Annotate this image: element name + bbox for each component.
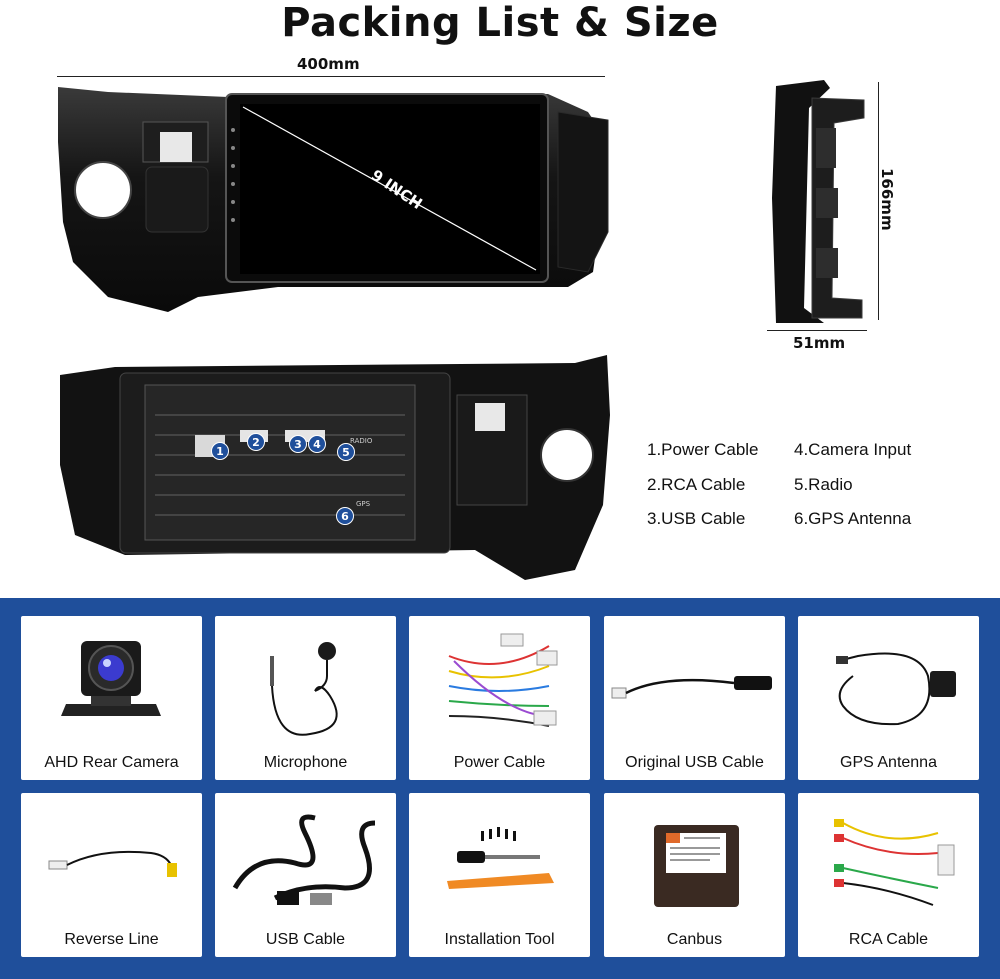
- legend-radio: 5.Radio: [794, 475, 853, 494]
- tools-icon: [447, 827, 554, 889]
- item-card-microphone: Microphone: [215, 616, 396, 780]
- legend-usb-cable: 3.USB Cable: [647, 509, 746, 528]
- canbus-icon: [654, 825, 739, 907]
- back-view-image: [60, 355, 610, 580]
- height-dimension-label: 166mm: [878, 168, 896, 231]
- microphone-icon: [270, 642, 338, 736]
- depth-dimension-line: [767, 330, 867, 331]
- item-card-reverse-line: Reverse Line: [21, 793, 202, 957]
- item-label: GPS Antenna: [840, 754, 937, 771]
- item-label: Canbus: [666, 931, 723, 948]
- item-card-original-usb-cable: Original USB Cable: [604, 616, 785, 780]
- front-view-image: [58, 87, 609, 312]
- item-label: Microphone: [263, 754, 348, 771]
- item-card-gps-antenna: GPS Antenna: [798, 616, 979, 780]
- usb-cable-icon: [611, 676, 772, 699]
- item-label: Original USB Cable: [625, 754, 764, 771]
- item-label: Reverse Line: [64, 931, 159, 948]
- item-card-canbus: Canbus: [604, 793, 785, 957]
- legend-power-cable: 1.Power Cable: [647, 440, 759, 459]
- item-card-usb-cable: USB Cable: [215, 793, 396, 957]
- width-dimension-line: [57, 76, 605, 77]
- item-card-installation-tool: Installation Tool: [409, 793, 590, 957]
- item-card-rca-cable: RCA Cable: [798, 793, 979, 957]
- port-badge-3: 3: [289, 435, 307, 453]
- port-badge-5: 5: [337, 443, 355, 461]
- side-view-image: [772, 80, 865, 323]
- usb-cable-pair-icon: [232, 814, 376, 905]
- radio-port-text: RADIO: [350, 437, 373, 445]
- packing-list-panel: AHD Rear Camera Microphone Power Cable: [0, 598, 1000, 979]
- legend-camera-input: 4.Camera Input: [794, 440, 912, 459]
- port-badge-2: 2: [247, 433, 265, 451]
- item-card-power-cable: Power Cable: [409, 616, 590, 780]
- width-dimension-label: 400mm: [297, 55, 360, 73]
- legend-rca-cable: 2.RCA Cable: [647, 475, 746, 494]
- port-badge-4: 4: [308, 435, 326, 453]
- rca-cable-icon: [834, 819, 955, 906]
- item-label: AHD Rear Camera: [44, 754, 179, 771]
- height-dimension-line: [878, 82, 879, 320]
- item-label: Power Cable: [453, 754, 546, 771]
- port-badge-1: 1: [211, 442, 229, 460]
- port-badge-6: 6: [336, 507, 354, 525]
- power-cable-icon: [448, 633, 558, 727]
- item-card-rear-camera: AHD Rear Camera: [21, 616, 202, 780]
- legend-gps-antenna: 6.GPS Antenna: [794, 509, 912, 528]
- item-label: Installation Tool: [444, 931, 555, 948]
- page-title: Packing List & Size: [281, 0, 719, 46]
- gps-antenna-icon: [836, 652, 956, 726]
- reverse-line-icon: [48, 850, 177, 877]
- gps-port-text: GPS: [356, 500, 371, 508]
- camera-icon: [61, 641, 161, 716]
- item-label: USB Cable: [265, 931, 346, 948]
- depth-dimension-label: 51mm: [793, 334, 846, 352]
- item-label: RCA Cable: [848, 931, 929, 948]
